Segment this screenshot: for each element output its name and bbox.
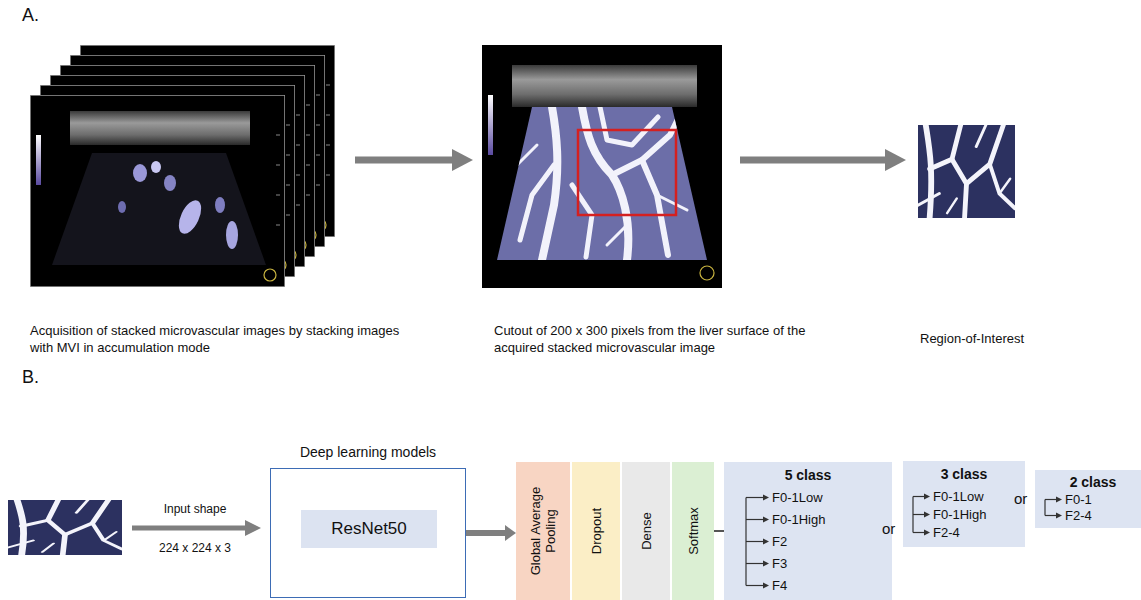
- connector-line: [466, 530, 507, 536]
- or-text: or: [1014, 490, 1034, 508]
- input-roi-image-part: [8, 500, 122, 555]
- connector-line: [714, 530, 724, 532]
- stacked-microvascular-image: [482, 45, 722, 288]
- layer-label: Dense: [639, 467, 654, 595]
- model-name-box: ResNet50: [301, 510, 437, 548]
- box-label: ResNet50: [331, 519, 407, 539]
- tree-arrowhead: [763, 583, 769, 589]
- class-item: F0-1Low: [933, 489, 984, 504]
- roi-image: [918, 125, 1015, 218]
- input-arrow: [132, 520, 261, 536]
- class-item: F2: [772, 534, 787, 549]
- tree-arrowhead: [763, 495, 769, 501]
- process-arrow-part: [452, 149, 473, 171]
- stacked-images-part: [30, 95, 285, 287]
- tree-arrow: [746, 563, 764, 564]
- arrowhead: [505, 525, 516, 541]
- stacked-microvascular-image-part-part: [642, 160, 668, 255]
- input-arrow-part: [132, 526, 248, 531]
- class-item: F0-1: [1065, 492, 1092, 507]
- stacked-microvascular-image-part: [482, 45, 722, 288]
- tree-arrowhead: [763, 539, 769, 545]
- box-heading: Deep learning models: [251, 444, 485, 461]
- tree-arrowhead: [763, 561, 769, 567]
- process-arrow-part: [740, 157, 888, 164]
- stacked-images: [30, 45, 335, 287]
- process-arrow-part: [355, 157, 455, 164]
- class-item: F0-1Low: [772, 490, 823, 505]
- tree-arrowhead: [924, 494, 930, 500]
- stacked-microvascular-image-part-part: [607, 225, 627, 245]
- arrow-label: 224 x 224 x 3: [130, 541, 260, 556]
- tree-arrow: [746, 585, 764, 586]
- caption-text: Region-of-Interest: [920, 330, 1070, 347]
- tree-arrow: [746, 519, 764, 520]
- class-box: 5 classF0-1LowF0-1HighF2F3F4: [724, 462, 892, 600]
- tree-arrowhead: [924, 512, 930, 518]
- layer-label: Dropout: [589, 467, 604, 595]
- process-arrow: [740, 149, 906, 171]
- class-title: 2 class: [1035, 474, 1141, 491]
- tree-arrowhead: [763, 517, 769, 523]
- class-title: 3 class: [903, 466, 1025, 483]
- tree-arrow: [1045, 515, 1057, 516]
- layer-label: Softmax: [686, 467, 701, 595]
- class-box: 3 classF0-1LowF0-1HighF2-4: [903, 461, 1025, 547]
- layer-bar: Dense: [622, 462, 670, 600]
- layer-bar: Softmax: [672, 462, 714, 600]
- panel-label: A.: [22, 4, 62, 26]
- tree-arrowhead: [1056, 497, 1062, 503]
- class-title: 5 class: [724, 467, 892, 484]
- tree-arrow: [913, 514, 925, 515]
- caption-text: Cutout of 200 x 300 pixels from the live…: [494, 322, 829, 356]
- stacked-microvascular-image-part: [497, 107, 707, 260]
- tree-trunk: [745, 498, 746, 586]
- panel-label: B.: [22, 366, 62, 388]
- connector: [714, 531, 724, 532]
- process-arrow-part: [885, 149, 906, 171]
- class-item: F4: [772, 578, 787, 593]
- stacked-microvascular-image-part: [517, 107, 687, 260]
- tree-trunk: [912, 497, 913, 533]
- stacked-microvascular-image-part: [578, 130, 676, 215]
- class-item: F0-1High: [772, 512, 825, 527]
- stacked-microvascular-image-part: [488, 95, 493, 155]
- tree-arrow: [913, 532, 925, 533]
- layer-bar: Global Average Pooling: [516, 462, 570, 600]
- process-arrow: [355, 149, 473, 171]
- layer-label: Global Average Pooling: [528, 467, 558, 595]
- input-arrow-part: [245, 520, 261, 536]
- stacked-microvascular-image-part-part: [542, 107, 557, 260]
- tree-arrow: [746, 497, 764, 498]
- layer-bar: Dropout: [572, 462, 620, 600]
- class-item: F3: [772, 556, 787, 571]
- caption-text: Acquisition of stacked microvascular ima…: [30, 322, 400, 356]
- roi-image-part: [918, 125, 1015, 218]
- class-item: F0-1High: [933, 507, 986, 522]
- class-box: 2 classF0-1F2-4: [1035, 470, 1141, 528]
- stacked-microvascular-image-part: [700, 266, 714, 280]
- stacked-microvascular-image-part-part: [600, 107, 658, 145]
- stacked-microvascular-image-part-part: [572, 185, 592, 257]
- connector: [466, 525, 516, 541]
- class-item: F2-4: [933, 525, 960, 540]
- tree-arrowhead: [924, 530, 930, 536]
- model-box: Deep learning modelsResNet50: [270, 468, 466, 598]
- tree-trunk: [1044, 500, 1045, 516]
- or-text: or: [882, 520, 902, 538]
- tree-arrow: [746, 541, 764, 542]
- class-item: F2-4: [1065, 508, 1092, 523]
- stacked-microvascular-image-part: [512, 65, 697, 107]
- tree-arrow: [913, 496, 925, 497]
- stacked-microvascular-image-part-part: [657, 195, 687, 210]
- stacked-microvascular-image-part-part: [517, 145, 537, 165]
- input-roi-image: [8, 500, 122, 555]
- tree-arrowhead: [1056, 513, 1062, 519]
- arrow-label: Input shape: [135, 502, 255, 517]
- stacked-microvascular-image-part-part: [520, 165, 554, 240]
- tree-arrow: [1045, 499, 1057, 500]
